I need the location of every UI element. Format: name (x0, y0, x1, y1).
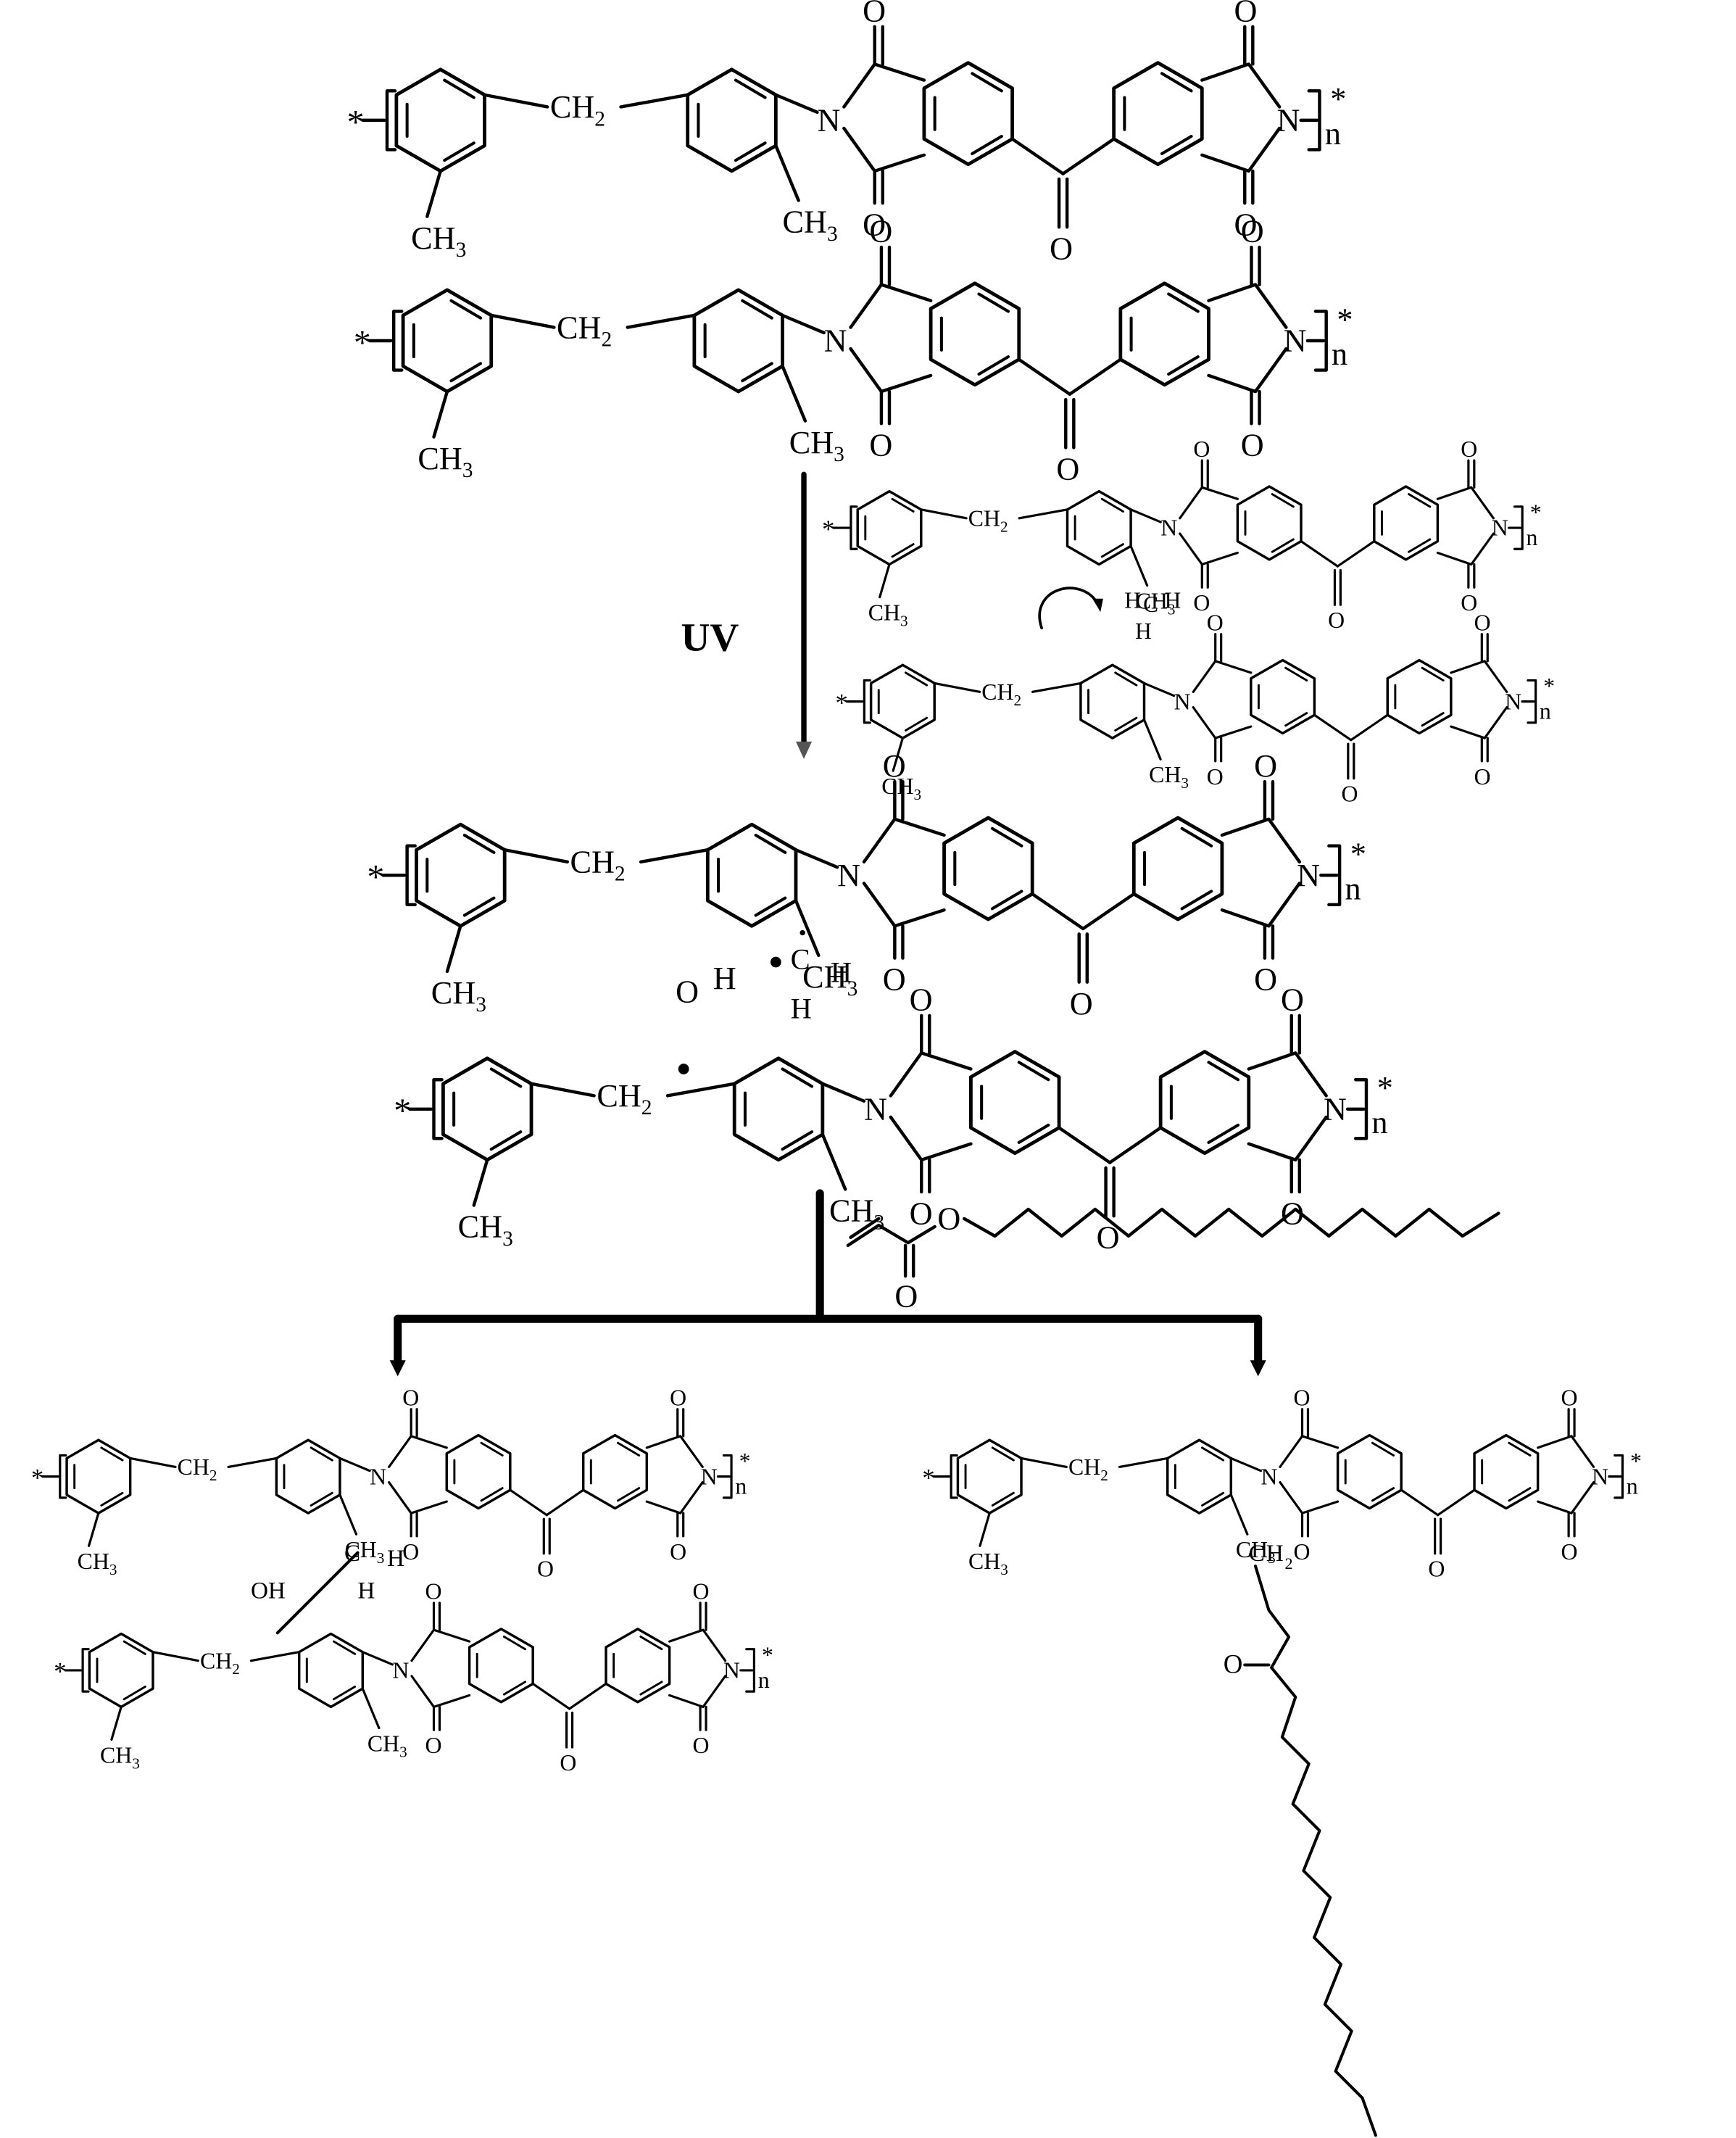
svg-text:C: C (791, 942, 810, 975)
product-crosslink-lower (54, 1579, 773, 1776)
h-label: H (1165, 588, 1181, 613)
ketyl-radical: O H (676, 961, 736, 1074)
polyimide-chain-1 (347, 0, 1347, 267)
uv-arrow: UV (681, 471, 813, 759)
excited-state-chain-lower (836, 610, 1556, 806)
svg-text:H: H (387, 1545, 404, 1572)
svg-text:H: H (831, 956, 852, 989)
svg-text:O: O (937, 1201, 960, 1237)
acrylate-branch-arrow (389, 1189, 1266, 1377)
svg-text:H: H (713, 961, 736, 996)
svg-text:O: O (1224, 1649, 1243, 1679)
svg-text:H: H (791, 992, 812, 1024)
uv-label: UV (681, 616, 739, 660)
c-label: C (1143, 592, 1158, 617)
excited-state-chain-upper (822, 436, 1542, 633)
radical-chain-lower (394, 982, 1393, 1255)
svg-text:O: O (894, 1279, 918, 1314)
benzyl-radical: C H H (770, 929, 852, 1024)
svg-text:C: C (344, 1540, 360, 1567)
svg-text:O: O (676, 974, 699, 1009)
svg-text:2: 2 (1285, 1554, 1293, 1573)
crosslink-bridge: C H H OH (251, 1540, 404, 1635)
h-label: H (1124, 588, 1141, 613)
dodecyl-graft: C H 2 O (1224, 1540, 1377, 2137)
dodecyl-acrylate: O O (846, 1201, 1500, 1314)
svg-text:C: C (1249, 1540, 1265, 1567)
svg-text:OH: OH (251, 1577, 286, 1604)
svg-text:H: H (1266, 1540, 1284, 1567)
h-label: H (1135, 618, 1152, 644)
svg-text:H: H (357, 1577, 375, 1604)
hydrogen-abstraction-arrow: H C H H (1038, 587, 1181, 644)
